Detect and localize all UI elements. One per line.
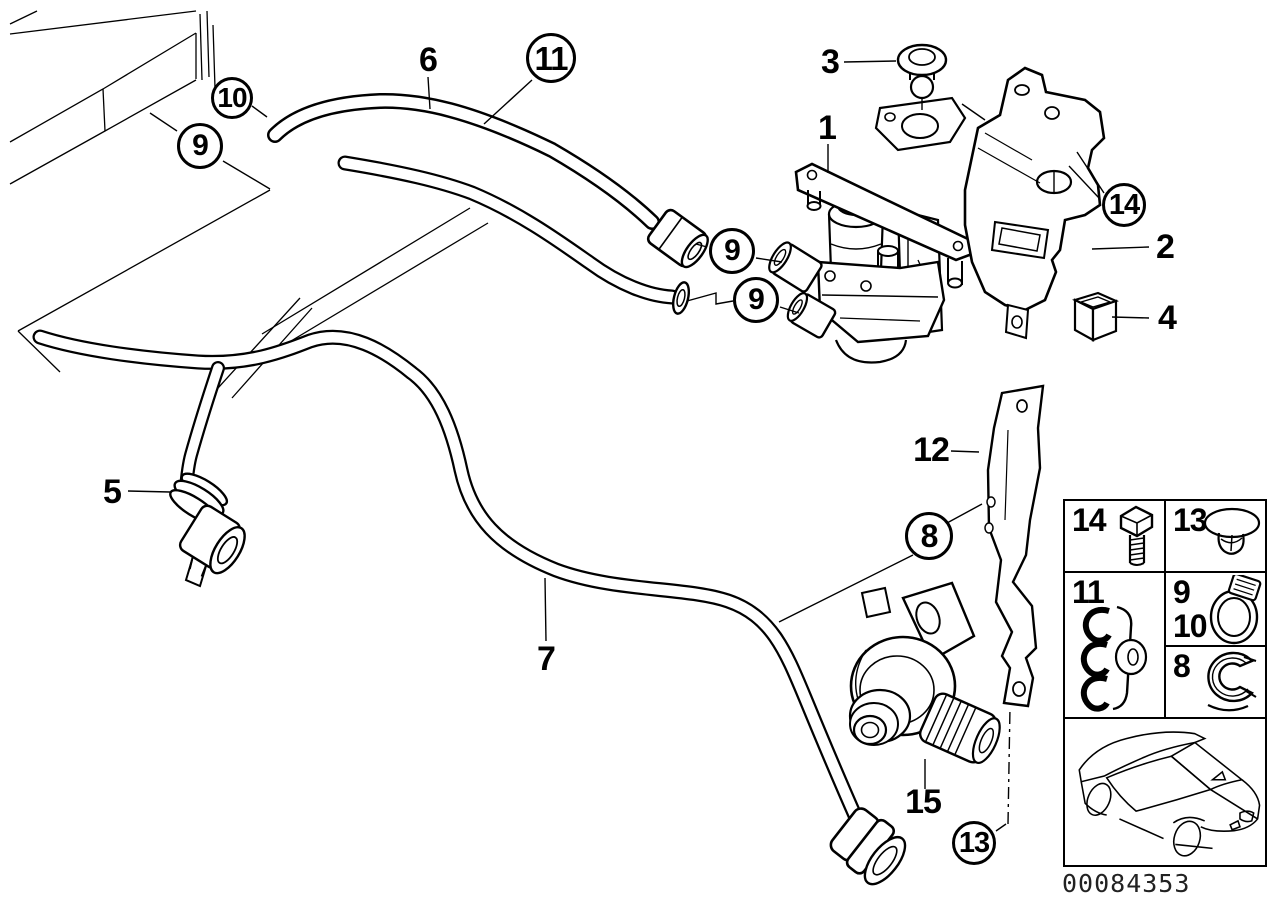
callout-7[interactable]: 7 bbox=[537, 640, 556, 678]
hose-6-coupling bbox=[646, 208, 709, 269]
hose-5 bbox=[179, 361, 225, 495]
body-panel-edges bbox=[9, 10, 489, 399]
legend-cell-8[interactable]: 8 bbox=[1166, 647, 1265, 717]
callout-12[interactable]: 12 bbox=[913, 431, 950, 469]
legend-table: 14 13 11 bbox=[1063, 499, 1267, 867]
hose-clamp-icon bbox=[1209, 575, 1262, 645]
callout-9[interactable]: 9 bbox=[177, 123, 223, 169]
spacer-block bbox=[1072, 291, 1119, 342]
part-number: 00084353 bbox=[1062, 869, 1191, 898]
callout-5[interactable]: 5 bbox=[103, 473, 122, 511]
callout-9[interactable]: 9 bbox=[709, 228, 755, 274]
callout-10[interactable]: 10 bbox=[211, 77, 253, 119]
pump-bracket bbox=[984, 384, 1045, 708]
legend-cell-9-10[interactable]: 9 10 bbox=[1166, 573, 1265, 647]
hose-end-coupling bbox=[829, 807, 907, 886]
legend-cell-14[interactable]: 14 bbox=[1065, 501, 1166, 571]
callout-3[interactable]: 3 bbox=[821, 43, 840, 81]
hose-holder-icon bbox=[1080, 605, 1148, 712]
water-valve-assembly bbox=[768, 162, 974, 364]
hose-7 bbox=[32, 329, 865, 828]
bolt-icon bbox=[1119, 505, 1154, 566]
callout-13[interactable]: 13 bbox=[952, 821, 996, 865]
hose-6 bbox=[267, 92, 660, 230]
legend-cell-11[interactable]: 11 bbox=[1065, 573, 1166, 717]
car-outline-icon bbox=[1078, 731, 1261, 857]
mounting-bracket bbox=[963, 66, 1106, 340]
auxiliary-water-pump bbox=[848, 581, 1001, 765]
callout-1[interactable]: 1 bbox=[818, 109, 837, 147]
legend-label: 10 bbox=[1173, 607, 1208, 644]
callout-6[interactable]: 6 bbox=[419, 41, 438, 79]
legend-label: 14 bbox=[1072, 502, 1107, 538]
legend-label: 11 bbox=[1072, 574, 1105, 610]
callout-11[interactable]: 11 bbox=[526, 33, 576, 83]
legend-cell-13[interactable]: 13 bbox=[1166, 501, 1265, 571]
legend-label: 9 bbox=[1173, 574, 1191, 610]
quick-connect-fitting bbox=[169, 472, 246, 588]
legend-row: 14 13 bbox=[1065, 501, 1265, 573]
retaining-clip-icon bbox=[1207, 651, 1257, 712]
callout-8[interactable]: 8 bbox=[905, 512, 953, 560]
hose-11-open-end bbox=[671, 281, 691, 315]
legend-car-cell bbox=[1065, 719, 1265, 865]
callout-15[interactable]: 15 bbox=[905, 783, 942, 821]
callout-14[interactable]: 14 bbox=[1102, 183, 1146, 227]
legend-label: 13 bbox=[1173, 502, 1208, 538]
legend-label: 8 bbox=[1173, 648, 1191, 684]
callout-4[interactable]: 4 bbox=[1158, 299, 1177, 337]
expanding-rivet-icon bbox=[1203, 507, 1261, 555]
grommet-plug bbox=[874, 43, 986, 152]
hose-11 bbox=[337, 155, 680, 305]
callout-9[interactable]: 9 bbox=[733, 277, 779, 323]
leader-lines bbox=[127, 60, 1150, 832]
legend-row: 11 9 10 bbox=[1065, 573, 1265, 719]
callout-2[interactable]: 2 bbox=[1156, 228, 1175, 266]
